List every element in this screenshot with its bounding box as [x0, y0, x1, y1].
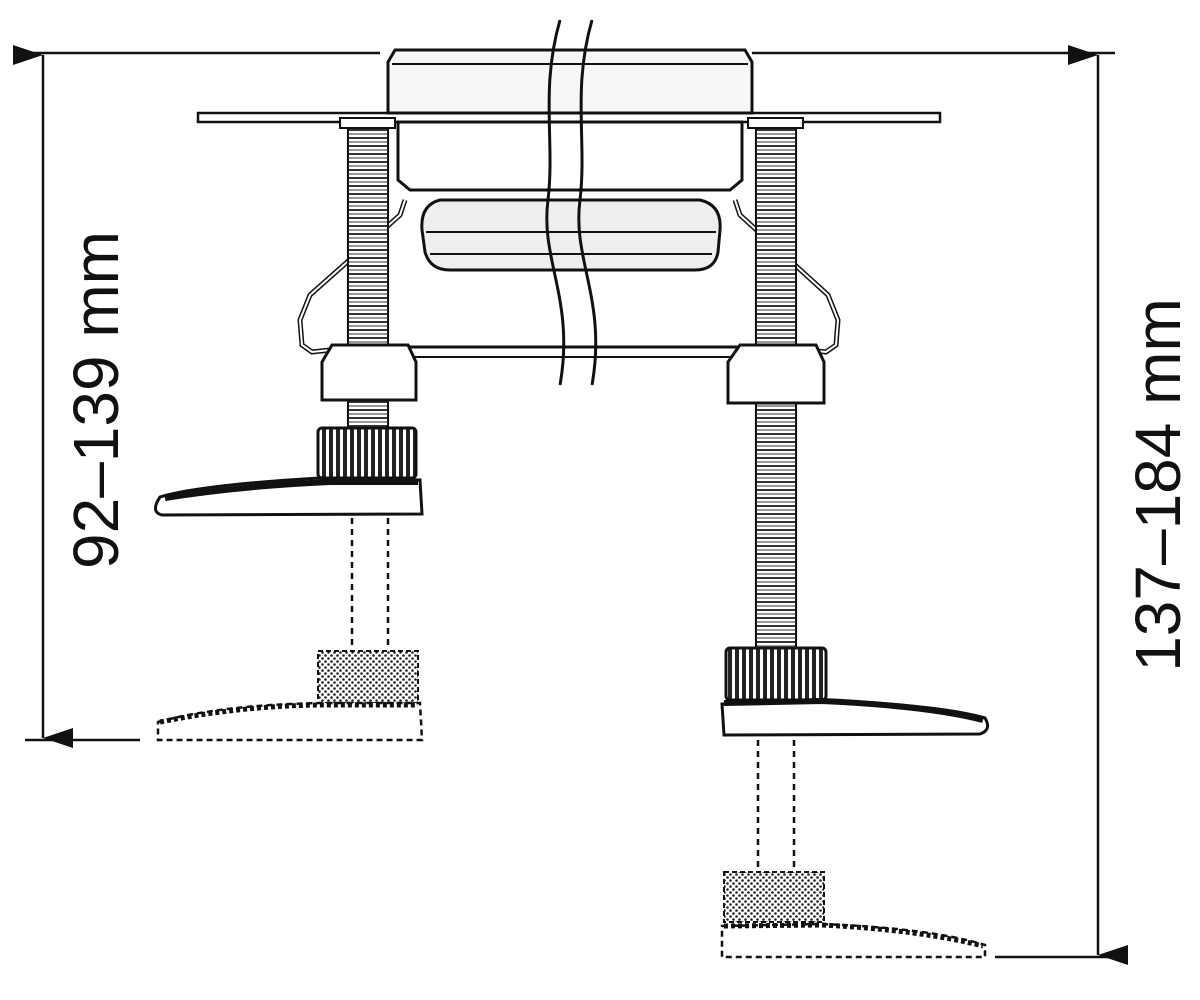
right-knurled-wheel — [724, 646, 828, 702]
dimension-right-label: 137–184 mm — [1122, 298, 1194, 672]
left-clamp-foot-extended — [156, 701, 424, 742]
left-knurled-wheel — [316, 426, 418, 480]
right-extended-position — [720, 740, 987, 959]
fixture-housing — [386, 48, 754, 358]
dimension-left: 92–139 mm — [13, 45, 380, 748]
housing-body — [396, 120, 744, 192]
right-nut — [726, 343, 826, 405]
right-knurled-wheel-extended — [723, 871, 825, 923]
left-screw-head-plate — [339, 117, 396, 129]
left-knurled-wheel-extended — [317, 650, 419, 704]
cable-break — [545, 19, 598, 386]
left-nut — [320, 343, 418, 402]
right-adjusting-screw — [720, 117, 990, 737]
dimension-left-label: 92–139 mm — [60, 231, 132, 569]
left-adjusting-screw — [154, 117, 424, 517]
left-extended-position — [156, 518, 424, 742]
dimension-right: 137–184 mm — [752, 45, 1194, 965]
right-clamp-foot-extended — [720, 922, 987, 959]
top-bezel — [386, 48, 754, 115]
right-screw-head-plate — [747, 117, 804, 129]
lamp-reflector — [420, 198, 722, 272]
